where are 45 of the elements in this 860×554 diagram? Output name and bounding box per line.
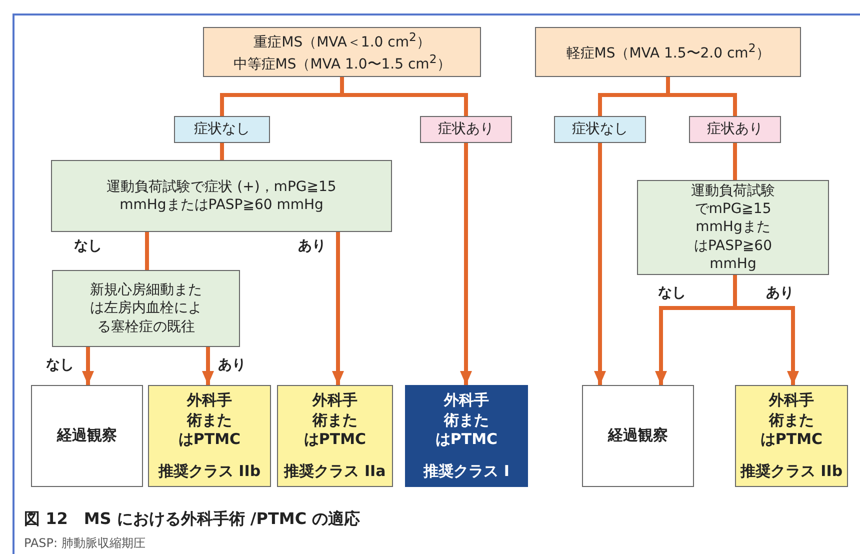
arrow [594,143,606,385]
box-text: 運動負荷試験で症状 (+)，mPG≧15 mmHgまたはPASP≧60 mmHg [106,178,338,214]
box-text: 軽症MS（MVA 1.5〜2.0 cm$^{2}$） [566,41,770,63]
box-text: 運動負荷試験でmPG≧15 mmHgまたはPASP≧60 mmHg [690,182,776,273]
box-text: 経過観察 [57,426,117,446]
box-text: 症状あり [707,120,763,139]
box-text: 症状なし [572,120,628,139]
symptom-box [420,116,512,143]
symptom-box [174,116,270,143]
box-text: 中等症MS（MVA 1.0〜1.5 cm$^{2}$） [233,52,451,74]
arrow [460,143,472,385]
box-text: 経過観察 [608,426,668,446]
condition-box [203,27,481,77]
outcome-box [582,385,694,487]
outcome-box [31,385,143,487]
arrow [332,232,344,385]
criteria-box [51,160,392,232]
condition-box [535,27,801,77]
criteria-box [637,180,829,275]
recommendation-class: 推奨クラス IIb [740,462,843,481]
outcome-box [148,385,271,487]
treatment-text: 外科手術またはPTMC [302,391,368,450]
box-text: 新規心房細動または左房内血栓による塞栓症の既往 [89,281,203,336]
treatment-text: 外科手術またはPTMC [177,391,242,450]
connector-line [145,232,149,270]
recommendation-class: 推奨クラス I [424,462,510,481]
arrow [82,347,94,385]
connector-line [220,143,224,160]
treatment-text: 外科手術またはPTMC [434,391,499,450]
outcome-box [405,385,528,487]
symptom-box [689,116,781,143]
criteria-box [52,270,240,347]
arrow [202,347,214,385]
box-text: 症状なし [194,120,250,139]
recommendation-class: 推奨クラス IIa [284,462,386,481]
outcome-box [277,385,393,487]
treatment-text: 外科手術またはPTMC [759,391,824,450]
symptom-box [554,116,646,143]
box-text: 症状あり [438,120,494,139]
connector-line [733,143,737,180]
footnote: PASP: 肺動脈収縮期圧 [24,535,146,552]
box-text: 重症MS（MVA＜1.0 cm$^{2}$） [254,30,430,52]
figure-caption: 図 12 MS における外科手術 /PTMC の適応 [24,509,360,530]
recommendation-class: 推奨クラス IIb [158,462,261,481]
outcome-box [735,385,848,487]
